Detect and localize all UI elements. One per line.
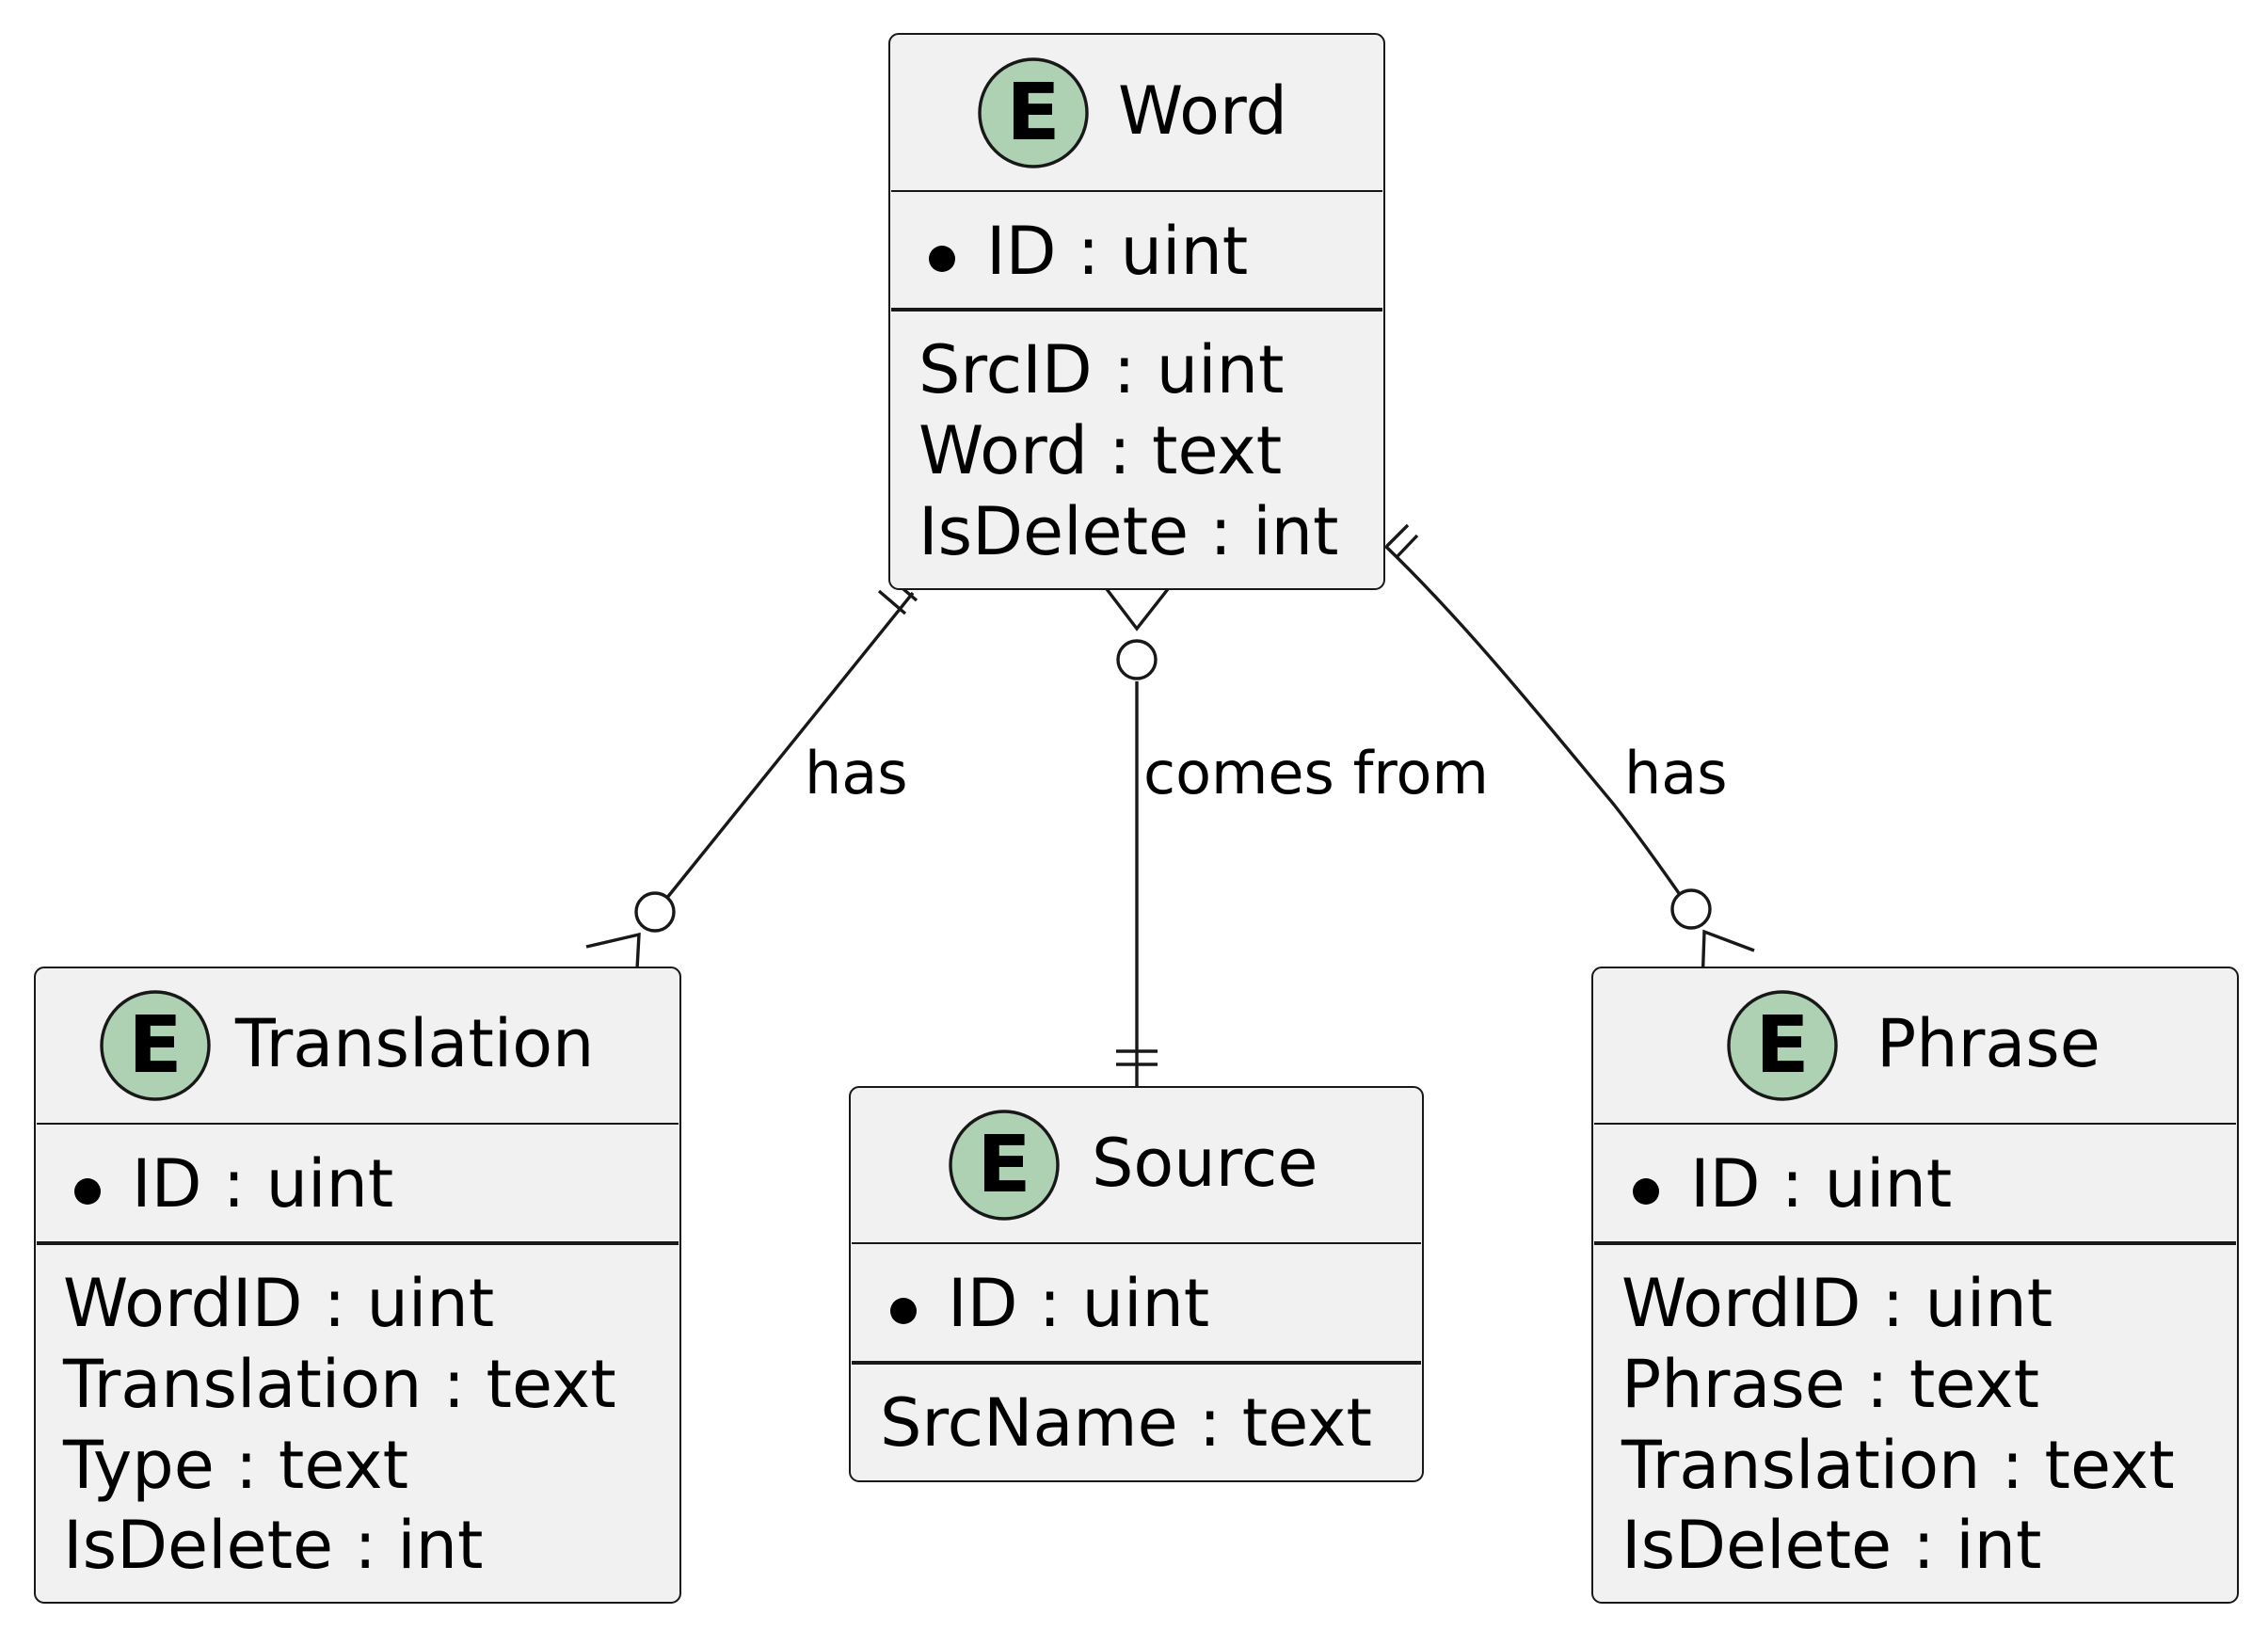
field: IsDelete : int bbox=[918, 493, 1338, 570]
field: IsDelete : int bbox=[1621, 1507, 2041, 1584]
entity-title: Word bbox=[1118, 72, 1287, 150]
entity-title: Source bbox=[1092, 1125, 1318, 1202]
key-bullet-icon bbox=[1633, 1178, 1659, 1205]
field: Phrase : text bbox=[1621, 1346, 2039, 1423]
entity-stereotype-circle bbox=[949, 1110, 1060, 1221]
key-field: ID : uint bbox=[1690, 1145, 1952, 1222]
relation-line bbox=[1383, 544, 1683, 897]
zero-marker bbox=[1116, 639, 1158, 680]
entity-phrase: E Phrase ID : uint WordID : uint Phrase … bbox=[1591, 967, 2239, 1604]
field: IsDelete : int bbox=[63, 1507, 483, 1584]
field: WordID : uint bbox=[63, 1265, 494, 1342]
relation-word-translation bbox=[585, 576, 918, 987]
relations bbox=[585, 523, 1755, 1087]
key-field: ID : uint bbox=[948, 1265, 1209, 1342]
one-mandatory-marker bbox=[1385, 523, 1419, 558]
many-marker bbox=[1105, 587, 1170, 631]
relation-line bbox=[664, 591, 915, 901]
relation-word-source bbox=[1105, 587, 1170, 1087]
key-field: ID : uint bbox=[986, 213, 1248, 290]
zero-marker bbox=[1670, 888, 1712, 930]
entity-title: Phrase bbox=[1877, 1005, 2100, 1082]
key-bullet-icon bbox=[929, 246, 955, 272]
relation-label-word-phrase: has bbox=[1624, 739, 1728, 807]
entity-stereotype-circle bbox=[1727, 990, 1838, 1101]
key-field: ID : uint bbox=[132, 1145, 393, 1222]
field: Translation : text bbox=[62, 1346, 616, 1423]
entity-stereotype-letter: E bbox=[128, 999, 182, 1091]
entity-title: Translation bbox=[234, 1005, 594, 1082]
field: Word : text bbox=[918, 412, 1282, 489]
relation-label-word-source: comes from bbox=[1143, 739, 1489, 807]
field: SrcID : uint bbox=[918, 331, 1284, 408]
one-mandatory-marker bbox=[1116, 1049, 1158, 1066]
field: SrcName : text bbox=[880, 1384, 1372, 1462]
relation-word-phrase bbox=[1383, 523, 1755, 985]
field: WordID : uint bbox=[1621, 1265, 2052, 1342]
field: Translation : text bbox=[1621, 1427, 2175, 1504]
entity-word: E Word ID : uint SrcID : uint Word : tex… bbox=[888, 33, 1385, 590]
entity-stereotype-letter: E bbox=[1006, 66, 1060, 158]
relation-label-word-translation: has bbox=[805, 739, 908, 807]
entity-box bbox=[34, 967, 681, 1604]
zero-marker bbox=[634, 891, 676, 933]
entity-source: E Source ID : uint SrcName : text bbox=[849, 1086, 1424, 1482]
key-bullet-icon bbox=[890, 1298, 917, 1324]
entity-stereotype-letter: E bbox=[1755, 999, 1809, 1091]
entity-stereotype-circle bbox=[978, 57, 1089, 168]
key-bullet-icon bbox=[74, 1178, 101, 1205]
entity-stereotype-circle bbox=[100, 990, 211, 1101]
field: Type : text bbox=[62, 1427, 408, 1504]
entity-translation: E Translation ID : uint WordID : uint Tr… bbox=[34, 967, 681, 1604]
entity-stereotype-letter: E bbox=[977, 1118, 1030, 1210]
entity-box bbox=[1591, 967, 2239, 1604]
